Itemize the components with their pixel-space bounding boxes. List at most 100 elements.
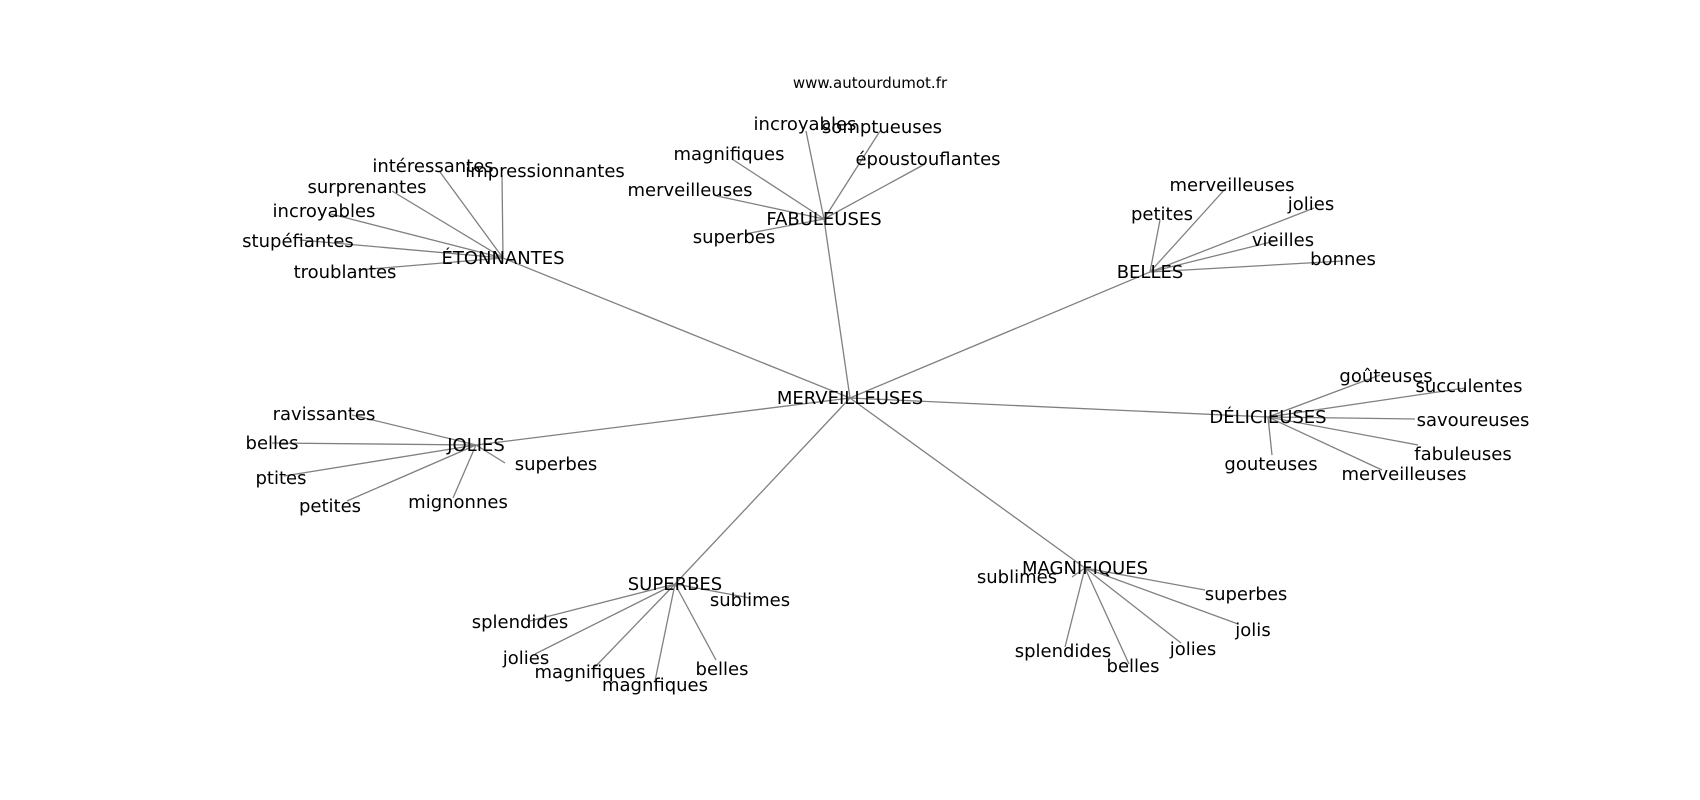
- edge-hub-6-leaf-2: [283, 444, 477, 477]
- site-url: www.autourdumot.fr: [793, 74, 948, 92]
- leaf-node: vieilles: [1252, 230, 1314, 251]
- leaf-node: impressionnantes: [465, 161, 625, 182]
- graph-edges: [271, 130, 1466, 682]
- edge-hub-2-leaf-2: [1149, 219, 1161, 273]
- leaf-node: époustouflantes: [855, 149, 1000, 170]
- leaf-node: petites: [1131, 204, 1193, 225]
- leaf-node: ravissantes: [273, 404, 376, 425]
- edge-hub-3-leaf-5: [1267, 416, 1383, 471]
- edge-hub-3-leaf-4: [1267, 416, 1273, 456]
- leaf-node: sublimes: [710, 590, 790, 611]
- leaf-node: magnfiques: [602, 675, 708, 696]
- edge-hub-1-leaf-4: [716, 195, 825, 220]
- edge-hub-3-leaf-0: [1267, 374, 1381, 418]
- edge-hub-5-leaf-1: [529, 583, 676, 622]
- leaf-node: belles: [1107, 656, 1160, 677]
- leaf-node: surprenantes: [307, 177, 426, 198]
- leaf-node: mignonnes: [408, 492, 508, 513]
- edge-hub-4-leaf-1: [1084, 567, 1206, 591]
- hub-node: BELLES: [1117, 262, 1184, 283]
- hub-node: FABULEUSES: [766, 209, 881, 230]
- leaf-node: merveilleuses: [627, 180, 752, 201]
- leaf-node: superbes: [515, 454, 598, 475]
- edge-hub-4-leaf-2: [1084, 567, 1239, 625]
- edge-hub-5-leaf-2: [534, 583, 676, 655]
- leaf-node: jolies: [502, 648, 549, 669]
- edge-hub-0-leaf-1: [501, 174, 504, 259]
- edge-hub-4-leaf-5: [1064, 567, 1086, 648]
- edge-center-to-2: [849, 271, 1151, 399]
- edge-hub-3-leaf-2: [1267, 416, 1416, 420]
- edge-hub-6-leaf-1: [271, 442, 477, 446]
- leaf-node: incroyables: [754, 114, 857, 135]
- edge-hub-1-leaf-5: [744, 218, 825, 235]
- edge-hub-4-leaf-4: [1084, 567, 1130, 665]
- hub-node: MAGNIFIQUES: [1022, 558, 1148, 579]
- edge-center-to-5: [674, 397, 851, 585]
- leaf-node: magnifiques: [534, 662, 645, 683]
- edge-center-to-3: [849, 397, 1269, 418]
- leaf-node: superbes: [1205, 584, 1288, 605]
- edge-hub-1-leaf-3: [823, 163, 926, 220]
- leaf-node: fabuleuses: [1414, 444, 1512, 465]
- edge-hub-0-leaf-5: [357, 257, 504, 271]
- edge-center-to-0: [502, 257, 851, 399]
- leaf-node: incroyables: [273, 201, 376, 222]
- edge-hub-0-leaf-0: [439, 171, 504, 259]
- leaf-node: intéressantes: [372, 156, 493, 177]
- leaf-node: splendides: [472, 612, 569, 633]
- edge-hub-1-leaf-1: [823, 130, 881, 220]
- edge-hub-6-leaf-3: [346, 444, 477, 502]
- edge-hub-1-leaf-2: [731, 158, 825, 220]
- edge-hub-4-leaf-0: [1071, 567, 1086, 578]
- edge-hub-5-leaf-0: [674, 583, 751, 599]
- edge-hub-3-leaf-3: [1267, 416, 1419, 446]
- graph-labels: MERVEILLEUSES ÉTONNANTES intéressantesimpr…: [242, 114, 1529, 696]
- leaf-node: belles: [246, 433, 299, 454]
- edge-hub-0-leaf-3: [330, 213, 504, 259]
- edge-hub-5-leaf-3: [593, 583, 676, 669]
- leaf-node: merveilleuses: [1169, 175, 1294, 196]
- center-node: MERVEILLEUSES: [777, 388, 923, 409]
- hub-node: JOLIES: [446, 435, 505, 456]
- leaf-node: petites: [299, 496, 361, 517]
- edge-hub-6-leaf-0: [351, 414, 477, 446]
- leaf-node: jolies: [1169, 639, 1216, 660]
- edge-hub-6-leaf-5: [475, 444, 506, 464]
- hub-node: SUPERBES: [628, 574, 722, 595]
- edge-center-to-1: [823, 218, 851, 399]
- leaf-node: jolies: [1287, 194, 1334, 215]
- leaf-node: ptites: [256, 468, 307, 489]
- leaf-node: merveilleuses: [1341, 464, 1466, 485]
- hub-node: ÉTONNANTES: [441, 247, 564, 269]
- edge-hub-1-leaf-0: [805, 130, 825, 220]
- leaf-node: superbes: [693, 227, 776, 248]
- edge-hub-2-leaf-1: [1149, 207, 1315, 273]
- leaf-node: stupéfiantes: [242, 231, 354, 252]
- leaf-node: succulentes: [1416, 376, 1523, 397]
- leaf-node: goûteuses: [1339, 366, 1432, 387]
- leaf-node: belles: [696, 659, 749, 680]
- edge-hub-5-leaf-5: [674, 583, 717, 661]
- edge-center-to-6: [475, 397, 851, 446]
- leaf-node: sublimes: [977, 567, 1057, 588]
- edge-hub-3-leaf-1: [1267, 387, 1466, 418]
- leaf-node: splendides: [1015, 641, 1112, 662]
- leaf-node: troublantes: [294, 262, 397, 283]
- edge-hub-2-leaf-0: [1149, 187, 1227, 273]
- hub-node: DÉLICIEUSES: [1209, 406, 1326, 428]
- edge-hub-0-leaf-4: [299, 239, 504, 259]
- edge-center-to-4: [849, 397, 1086, 569]
- leaf-node: jolis: [1234, 620, 1270, 641]
- edge-hub-2-leaf-4: [1149, 260, 1344, 273]
- edge-hub-2-leaf-3: [1149, 240, 1276, 273]
- leaf-node: somptueuses: [822, 117, 942, 138]
- leaf-node: bonnes: [1310, 249, 1376, 270]
- leaf-node: gouteuses: [1224, 454, 1317, 475]
- edge-hub-6-leaf-4: [452, 444, 477, 499]
- edge-hub-4-leaf-3: [1084, 567, 1182, 644]
- edge-hub-5-leaf-4: [654, 583, 676, 682]
- edge-hub-0-leaf-2: [391, 190, 504, 259]
- leaf-node: savoureuses: [1417, 410, 1530, 431]
